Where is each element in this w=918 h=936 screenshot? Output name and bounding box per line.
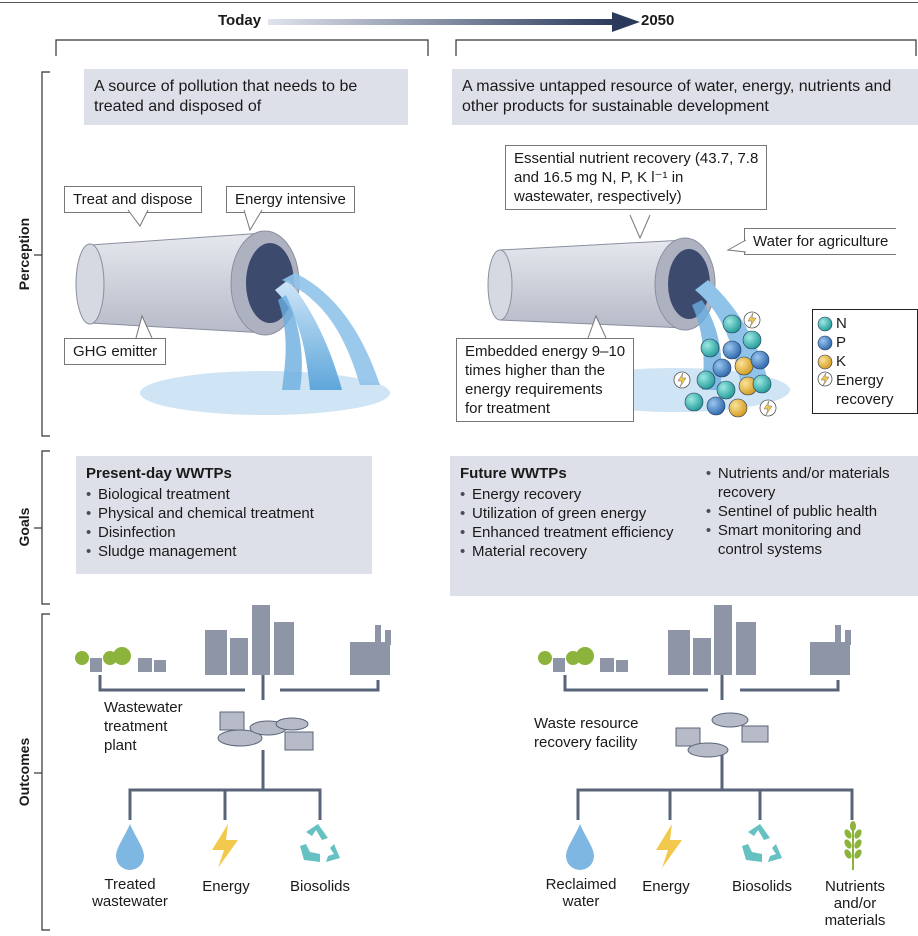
ball-p: [750, 350, 770, 370]
water-drop-icon: [566, 824, 594, 870]
nutrient-legend: N P K Energy recovery: [812, 309, 918, 414]
energy-recovery-icon: [817, 371, 833, 387]
list-item: Energy recovery: [460, 485, 696, 504]
callout-embedded-energy: Embedded energy 9–10 times higher than t…: [456, 338, 635, 422]
ball-p: [722, 340, 742, 360]
outcome-label: Nutrients and/or materials: [824, 878, 886, 929]
lightning-icon: [212, 824, 238, 868]
callout-water-agriculture: Water for agriculture: [744, 228, 897, 255]
p-ball-icon: [817, 335, 833, 350]
ball-p: [712, 358, 732, 378]
list-item: Enhanced treatment efficiency: [460, 523, 696, 542]
today-goals-title: Present-day WWTPs: [86, 465, 232, 482]
callout-ghg-emitter: GHG emitter: [64, 338, 167, 365]
today-label: Today: [218, 12, 262, 29]
recycle-icon: [742, 824, 782, 862]
future-perception-banner: A massive untapped resource of water, en…: [452, 69, 918, 125]
list-item: Smart monitoring and control systems: [706, 521, 908, 559]
list-item: Disinfection: [86, 523, 362, 542]
outcome-label: Biosolids: [289, 878, 351, 895]
outcome-label: Biosolids: [731, 878, 793, 895]
lightning-icon: [656, 824, 682, 868]
ball-n: [684, 392, 704, 412]
water-drop-icon: [116, 824, 144, 870]
trees-today: [75, 647, 131, 665]
list-item: Sentinel of public health: [706, 502, 908, 521]
top-rule: [0, 2, 918, 3]
ball-n: [752, 374, 772, 394]
ball-p: [706, 396, 726, 416]
legend-n: N: [817, 314, 913, 333]
n-ball-icon: [817, 316, 833, 331]
ball-n: [722, 314, 742, 334]
list-item: Nutrients and/or materials recovery: [706, 464, 908, 502]
list-item: Sludge management: [86, 542, 362, 561]
plant-future: [675, 712, 769, 758]
nutrient-balls: [673, 311, 777, 418]
ball-n: [696, 370, 716, 390]
recycle-icon: [300, 824, 340, 862]
outcome-label: Reclaimed water: [545, 876, 617, 910]
city-future: [668, 605, 851, 675]
wheat-icon: [844, 821, 862, 870]
ball-n: [742, 330, 762, 350]
today-goals-box: Present-day WWTPs Biological treatment P…: [76, 456, 372, 574]
list-item: Material recovery: [460, 542, 696, 561]
list-item: Utilization of green energy: [460, 504, 696, 523]
year-2050-label: 2050: [641, 12, 675, 29]
today-pipe-illustration: [75, 230, 390, 415]
callout-energy-intensive: Energy intensive: [226, 186, 355, 213]
list-item: Physical and chemical treatment: [86, 504, 362, 523]
k-ball-icon: [817, 354, 833, 369]
legend-p: P: [817, 333, 913, 352]
today-perception-banner: A source of pollution that needs to be t…: [84, 69, 408, 125]
future-goals-title: Future WWTPs: [460, 465, 567, 482]
future-goals-list-2: Nutrients and/or materials recovery Sent…: [706, 464, 908, 561]
outcomes-network: [75, 605, 854, 820]
facility-today-label: Wastewater treatment plant: [104, 699, 183, 754]
future-goals-box: Future WWTPs Energy recovery Utilization…: [450, 456, 918, 596]
facility-future-label: Waste resource recovery facility: [534, 715, 639, 751]
today-goals-list: Biological treatment Physical and chemic…: [86, 485, 362, 561]
city-today: [205, 605, 391, 675]
outcome-label: Energy: [642, 878, 690, 895]
ball-n: [700, 338, 720, 358]
list-item: Biological treatment: [86, 485, 362, 504]
outcome-label: Energy: [202, 878, 250, 895]
outcome-label: Treated wastewater: [92, 876, 168, 910]
legend-energy: Energy recovery: [817, 371, 913, 409]
callout-nutrient-recovery: Essential nutrient recovery (43.7, 7.8 a…: [505, 145, 768, 210]
ball-n: [716, 380, 736, 400]
future-goals-list-1: Energy recovery Utilization of green ene…: [460, 485, 696, 561]
ball-k: [728, 398, 748, 418]
legend-k: K: [817, 352, 913, 371]
callout-treat-dispose: Treat and dispose: [64, 186, 202, 213]
timeline-arrow: [268, 12, 640, 32]
plant-today: [217, 711, 314, 751]
